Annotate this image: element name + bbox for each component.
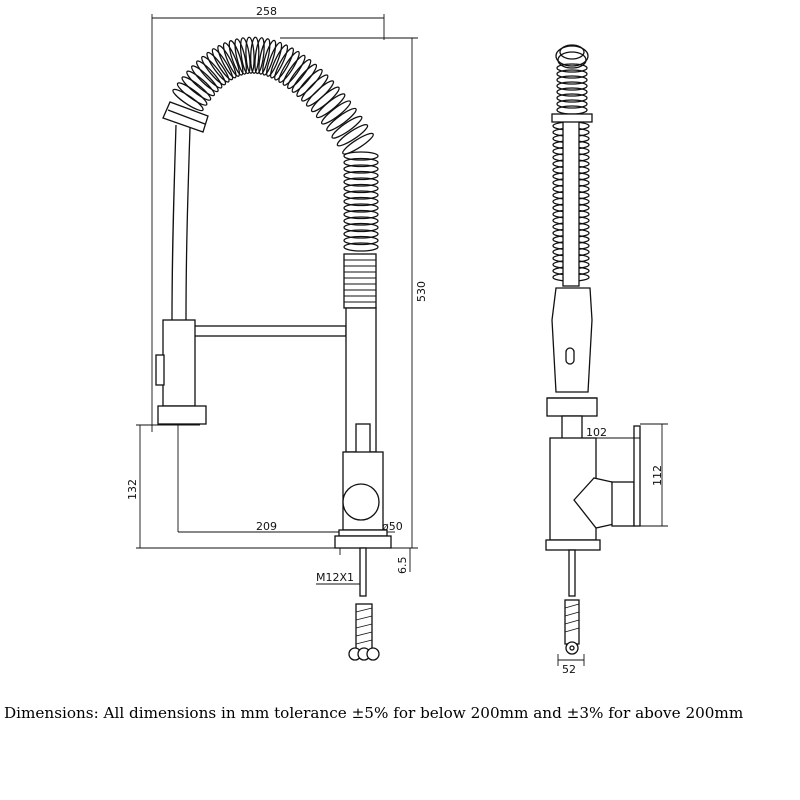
coil-ring: [326, 107, 357, 132]
coil-ring: [343, 203, 379, 213]
coil-ring: [222, 42, 241, 77]
coil-ring: [556, 69, 588, 79]
side-spray-head: [546, 287, 598, 441]
coil-ring: [343, 151, 379, 161]
coil-ring: [176, 82, 208, 106]
coil-ring: [315, 93, 346, 119]
coil-ring: [211, 48, 234, 81]
coil-ring: [343, 177, 379, 187]
coil-ring: [336, 124, 369, 147]
coil-ring: [228, 40, 244, 76]
coil-ring: [191, 65, 219, 93]
dim-side-reach: 102: [586, 426, 607, 439]
coil-ring: [217, 44, 237, 79]
dim-thread: M12X1: [316, 571, 354, 584]
coil-ring: [239, 37, 251, 75]
dim-spout-reach: 209: [256, 520, 277, 533]
coil-ring: [250, 36, 260, 74]
coil-ring: [278, 50, 300, 83]
coil-ring: [296, 68, 323, 98]
side-dimension-lines: [582, 423, 668, 527]
dimensions-caption: Dimensions: All dimensions in mm toleran…: [4, 704, 744, 722]
coil-ring: [201, 55, 227, 86]
dim-side-height: 112: [651, 465, 664, 486]
side-view: 102 112 52: [545, 44, 668, 676]
coil-ring: [343, 209, 379, 220]
coil-ring: [343, 183, 379, 194]
coil-ring: [343, 190, 379, 200]
dim-plate-thickness: 6.5: [396, 557, 409, 575]
coil-ring: [186, 70, 216, 97]
side-mounting-rod: [557, 549, 585, 666]
spring-coil-front: [172, 36, 379, 252]
coil-ring: [343, 164, 379, 174]
coil-ring: [266, 41, 283, 77]
spring-sleeve: [343, 253, 377, 309]
side-rod: [551, 113, 593, 287]
coil-ring: [172, 88, 204, 112]
coil-ring: [556, 105, 588, 115]
coil-ring: [301, 74, 329, 102]
coil-ring: [343, 157, 379, 168]
hose-tube: [162, 101, 209, 321]
coil-ring: [320, 100, 352, 125]
coil-ring: [331, 115, 363, 139]
support-arm: [193, 325, 347, 337]
coil-ring: [181, 76, 212, 101]
coil-ring: [262, 39, 277, 76]
coil-ring: [343, 222, 379, 233]
coil-ring: [556, 87, 588, 97]
dim-base-diameter: ø50: [382, 520, 403, 533]
coil-ring: [287, 59, 312, 90]
dim-overall-height: 530: [415, 281, 428, 302]
coil-ring: [556, 75, 588, 85]
side-body: [545, 425, 641, 551]
coil-ring: [343, 216, 379, 226]
coil-ring: [269, 44, 289, 79]
coil-ring: [274, 47, 294, 81]
coil-ring: [343, 196, 379, 207]
coil-ring: [254, 37, 265, 75]
coil-ring: [305, 80, 335, 107]
coil-ring: [343, 235, 379, 246]
front-view: 258 530 132 209 ø50 6.5 M12X1: [126, 5, 428, 661]
coil-ring: [556, 99, 588, 109]
dim-side-nut: 52: [562, 663, 576, 676]
coil-ring: [282, 54, 306, 86]
dim-base-height: 132: [126, 479, 139, 500]
coil-ring: [206, 51, 230, 83]
coil-ring: [195, 60, 223, 89]
coil-ring: [234, 38, 247, 75]
coil-ring: [343, 170, 379, 181]
coil-ring: [556, 93, 588, 103]
spray-holder: [155, 319, 207, 425]
mounting-rod: [348, 547, 380, 661]
coil-ring: [343, 242, 379, 252]
coil-ring: [258, 38, 271, 75]
coil-ring: [245, 36, 255, 74]
coil-top-loop: [555, 44, 589, 69]
dim-overall-width: 258: [256, 5, 277, 18]
coil-ring: [342, 132, 374, 155]
coil-ring: [310, 86, 340, 113]
faucet-body: [334, 307, 392, 549]
coil-ring: [556, 81, 588, 91]
coil-ring: [343, 229, 379, 239]
coil-ring: [556, 63, 588, 73]
coil-ring: [291, 63, 318, 93]
